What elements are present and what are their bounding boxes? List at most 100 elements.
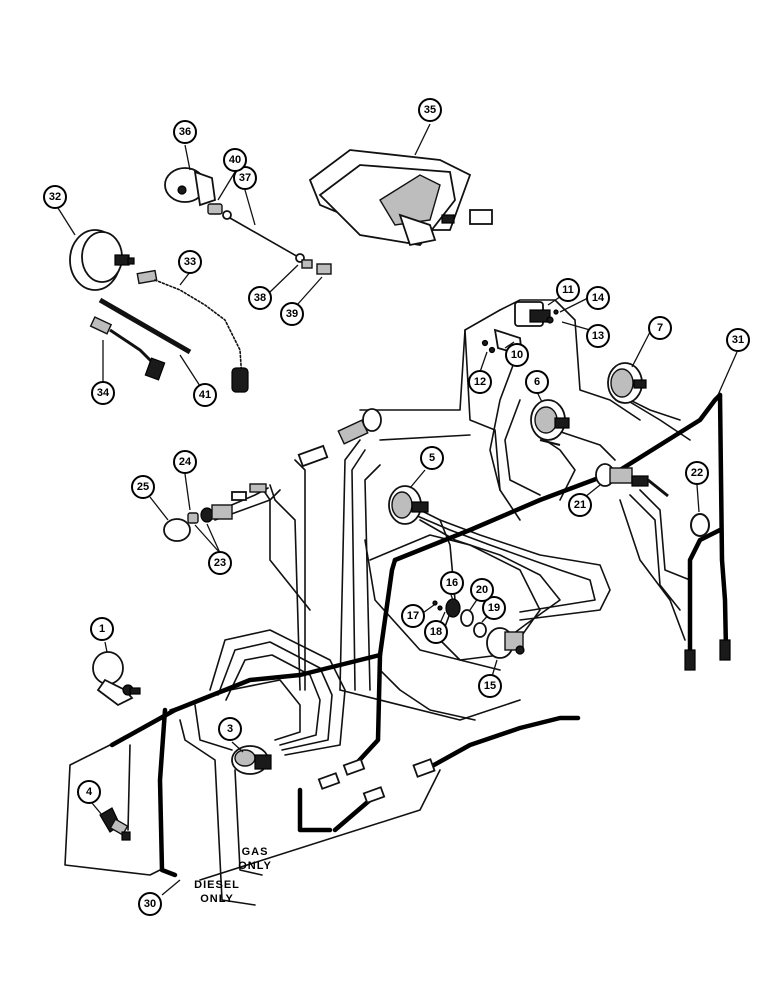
connector-upper xyxy=(297,408,382,468)
callout-38: 38 xyxy=(248,286,272,310)
callout-25: 25 xyxy=(131,475,155,499)
main-harness-cable xyxy=(109,392,729,878)
diesel-note-line1: DIESEL xyxy=(194,879,240,891)
callout-circle xyxy=(173,120,197,144)
callout-number: 20 xyxy=(476,584,488,596)
callout-number: 41 xyxy=(199,389,211,401)
gauge-5 xyxy=(388,485,429,525)
callout-circle xyxy=(418,98,442,122)
callout-3: 3 xyxy=(218,717,242,741)
callout-36: 36 xyxy=(173,120,197,144)
callout-circle xyxy=(468,370,492,394)
callout-circle xyxy=(420,446,444,470)
callout-5: 5 xyxy=(420,446,444,470)
relay-11 xyxy=(514,301,559,327)
callout-number: 32 xyxy=(49,191,61,203)
callout-7: 7 xyxy=(648,316,672,340)
callout-21: 21 xyxy=(568,493,592,517)
callout-37: 37 xyxy=(233,166,257,190)
diesel-note-line2: ONLY xyxy=(200,893,234,905)
diesel-only-note: DIESEL ONLY xyxy=(194,879,240,905)
callout-18: 18 xyxy=(424,620,448,644)
sender-34 xyxy=(89,316,166,381)
switch-3 xyxy=(231,745,272,775)
callout-circle xyxy=(280,302,304,326)
callout-number: 21 xyxy=(574,499,586,511)
callout-circle xyxy=(178,250,202,274)
callout-number: 16 xyxy=(446,577,458,589)
fitting-39 xyxy=(316,263,332,275)
callout-23: 23 xyxy=(208,551,232,575)
callout-31: 31 xyxy=(726,328,750,352)
callout-10: 10 xyxy=(505,343,529,367)
callout-number: 38 xyxy=(254,292,266,304)
callout-number: 18 xyxy=(430,626,442,638)
gauge-36 xyxy=(164,167,216,207)
callout-number: 7 xyxy=(657,322,663,334)
callout-35: 35 xyxy=(418,98,442,122)
callout-number: 36 xyxy=(179,126,191,138)
callout-bubbles: 1345671011121314151617181920212223242530… xyxy=(43,98,750,916)
gas-only-note: GAS ONLY xyxy=(238,846,271,872)
callout-32: 32 xyxy=(43,185,67,209)
callout-number: 17 xyxy=(407,610,419,622)
callout-number: 12 xyxy=(474,376,486,388)
callout-number: 13 xyxy=(592,330,604,342)
gauge-32 xyxy=(69,229,135,291)
callout-number: 37 xyxy=(239,172,251,184)
callout-circle xyxy=(586,324,610,348)
callout-circle xyxy=(586,286,610,310)
callout-number: 1 xyxy=(99,623,105,635)
callout-number: 24 xyxy=(179,456,192,468)
callout-circle xyxy=(401,604,425,628)
callout-circle xyxy=(470,578,494,602)
cable-33 xyxy=(136,269,249,393)
callout-circle xyxy=(556,278,580,302)
manual-35 xyxy=(308,149,493,247)
callout-circle xyxy=(193,383,217,407)
callout-19: 19 xyxy=(482,596,506,620)
callout-number: 31 xyxy=(732,334,744,346)
callout-circle xyxy=(208,551,232,575)
fitting-38 xyxy=(301,259,313,269)
nut-19 xyxy=(473,622,487,638)
callout-circle xyxy=(90,617,114,641)
callout-13: 13 xyxy=(586,324,610,348)
callout-number: 22 xyxy=(691,467,703,479)
callout-circle xyxy=(77,780,101,804)
callout-number: 10 xyxy=(511,349,523,361)
washer-20 xyxy=(460,609,474,627)
callout-circle xyxy=(482,596,506,620)
callout-6: 6 xyxy=(525,370,549,394)
callout-circle xyxy=(138,892,162,916)
callout-11: 11 xyxy=(556,278,580,302)
callout-12: 12 xyxy=(468,370,492,394)
callout-number: 30 xyxy=(144,898,156,910)
callout-33: 33 xyxy=(178,250,202,274)
callout-22: 22 xyxy=(685,461,709,485)
solenoid-1 xyxy=(92,651,141,707)
callout-circle xyxy=(173,450,197,474)
callout-20: 20 xyxy=(470,578,494,602)
callout-40: 40 xyxy=(223,148,247,172)
callout-number: 40 xyxy=(229,154,241,166)
gauge-6 xyxy=(530,399,570,446)
callout-number: 3 xyxy=(227,723,233,735)
callout-number: 34 xyxy=(97,387,110,399)
callout-number: 4 xyxy=(86,786,93,798)
knob-16 xyxy=(445,598,461,618)
callout-circle xyxy=(648,316,672,340)
callout-number: 5 xyxy=(429,452,435,464)
callout-number: 6 xyxy=(534,376,540,388)
callout-24: 24 xyxy=(173,450,197,474)
callout-circle xyxy=(505,343,529,367)
o-ring-22 xyxy=(690,513,710,537)
callout-4: 4 xyxy=(77,780,101,804)
callout-number: 19 xyxy=(488,602,500,614)
pin-17 xyxy=(432,600,443,611)
callout-circle xyxy=(685,461,709,485)
callout-circle xyxy=(131,475,155,499)
callout-circle xyxy=(424,620,448,644)
leader-lines xyxy=(57,123,738,896)
callout-1: 1 xyxy=(90,617,114,641)
